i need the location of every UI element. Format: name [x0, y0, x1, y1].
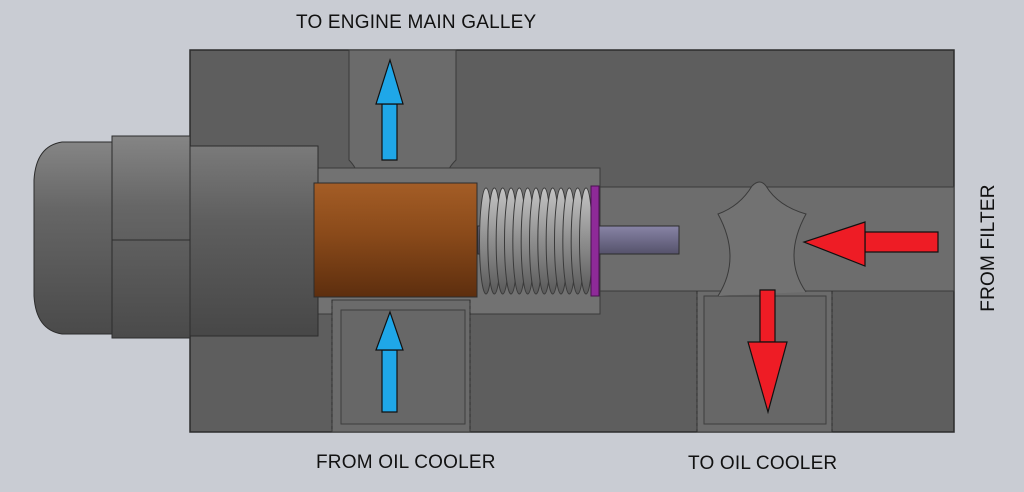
flow-to-cooler-arrow: [747, 289, 788, 415]
from-oil-cooler-label: FROM OIL COOLER: [316, 452, 496, 473]
plug-body: [189, 145, 319, 337]
plug-hex: [111, 135, 191, 339]
galley-channel: [348, 49, 457, 181]
flow-from-filter-arrow: [802, 221, 939, 267]
to-oil-cooler-label: TO OIL COOLER: [688, 453, 838, 474]
spring: [479, 187, 593, 295]
piston: [313, 182, 478, 298]
to-engine-galley-label: TO ENGINE MAIN GALLEY: [296, 12, 537, 33]
plug-cap: [33, 141, 113, 335]
flow-from-cooler-arrow: [375, 310, 404, 413]
cross-bore: [717, 181, 807, 297]
plug-fitting: [33, 135, 319, 339]
spring-washer: [590, 185, 600, 297]
flow-to-engine-arrow: [375, 57, 404, 161]
from-filter-label: FROM FILTER: [978, 184, 999, 312]
